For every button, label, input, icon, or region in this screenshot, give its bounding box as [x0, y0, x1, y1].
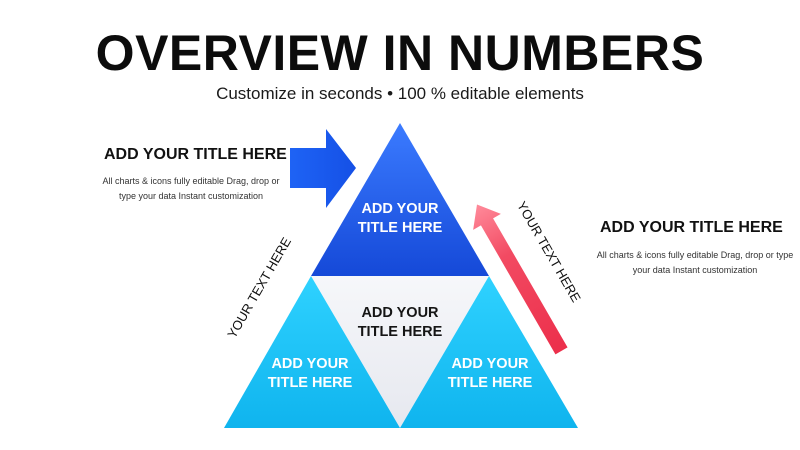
- pyramid-bottom-left-triangle: [224, 276, 400, 428]
- pyramid-center-triangle: [311, 276, 489, 428]
- bottom-right-triangle-line2: TITLE HERE: [448, 375, 533, 391]
- top-triangle-line2: TITLE HERE: [358, 220, 443, 236]
- bottom-left-triangle-line2: TITLE HERE: [268, 375, 353, 391]
- page-title: OVERVIEW IN NUMBERS: [95, 25, 705, 81]
- bottom-left-triangle-line1: ADD YOUR: [271, 356, 349, 372]
- right-block-text: All charts & icons fully editable Drag, …: [596, 250, 794, 275]
- pyramid-top-triangle: [311, 123, 489, 276]
- left-block-title: ADD YOUR TITLE HERE: [104, 146, 287, 163]
- center-triangle-line2: TITLE HERE: [358, 324, 443, 340]
- red-arrow-icon: [473, 204, 568, 355]
- center-triangle-line1: ADD YOUR: [361, 305, 439, 321]
- top-triangle-line1: ADD YOUR: [361, 201, 439, 217]
- bottom-right-triangle-line1: ADD YOUR: [451, 356, 529, 372]
- pyramid-bottom-right-triangle: [400, 276, 578, 428]
- left-block-text: All charts & icons fully editable Drag, …: [102, 176, 280, 201]
- blue-arrow-icon: [290, 129, 356, 208]
- right-block-title: ADD YOUR TITLE HERE: [600, 219, 783, 236]
- page-subtitle: Customize in seconds • 100 % editable el…: [216, 84, 584, 103]
